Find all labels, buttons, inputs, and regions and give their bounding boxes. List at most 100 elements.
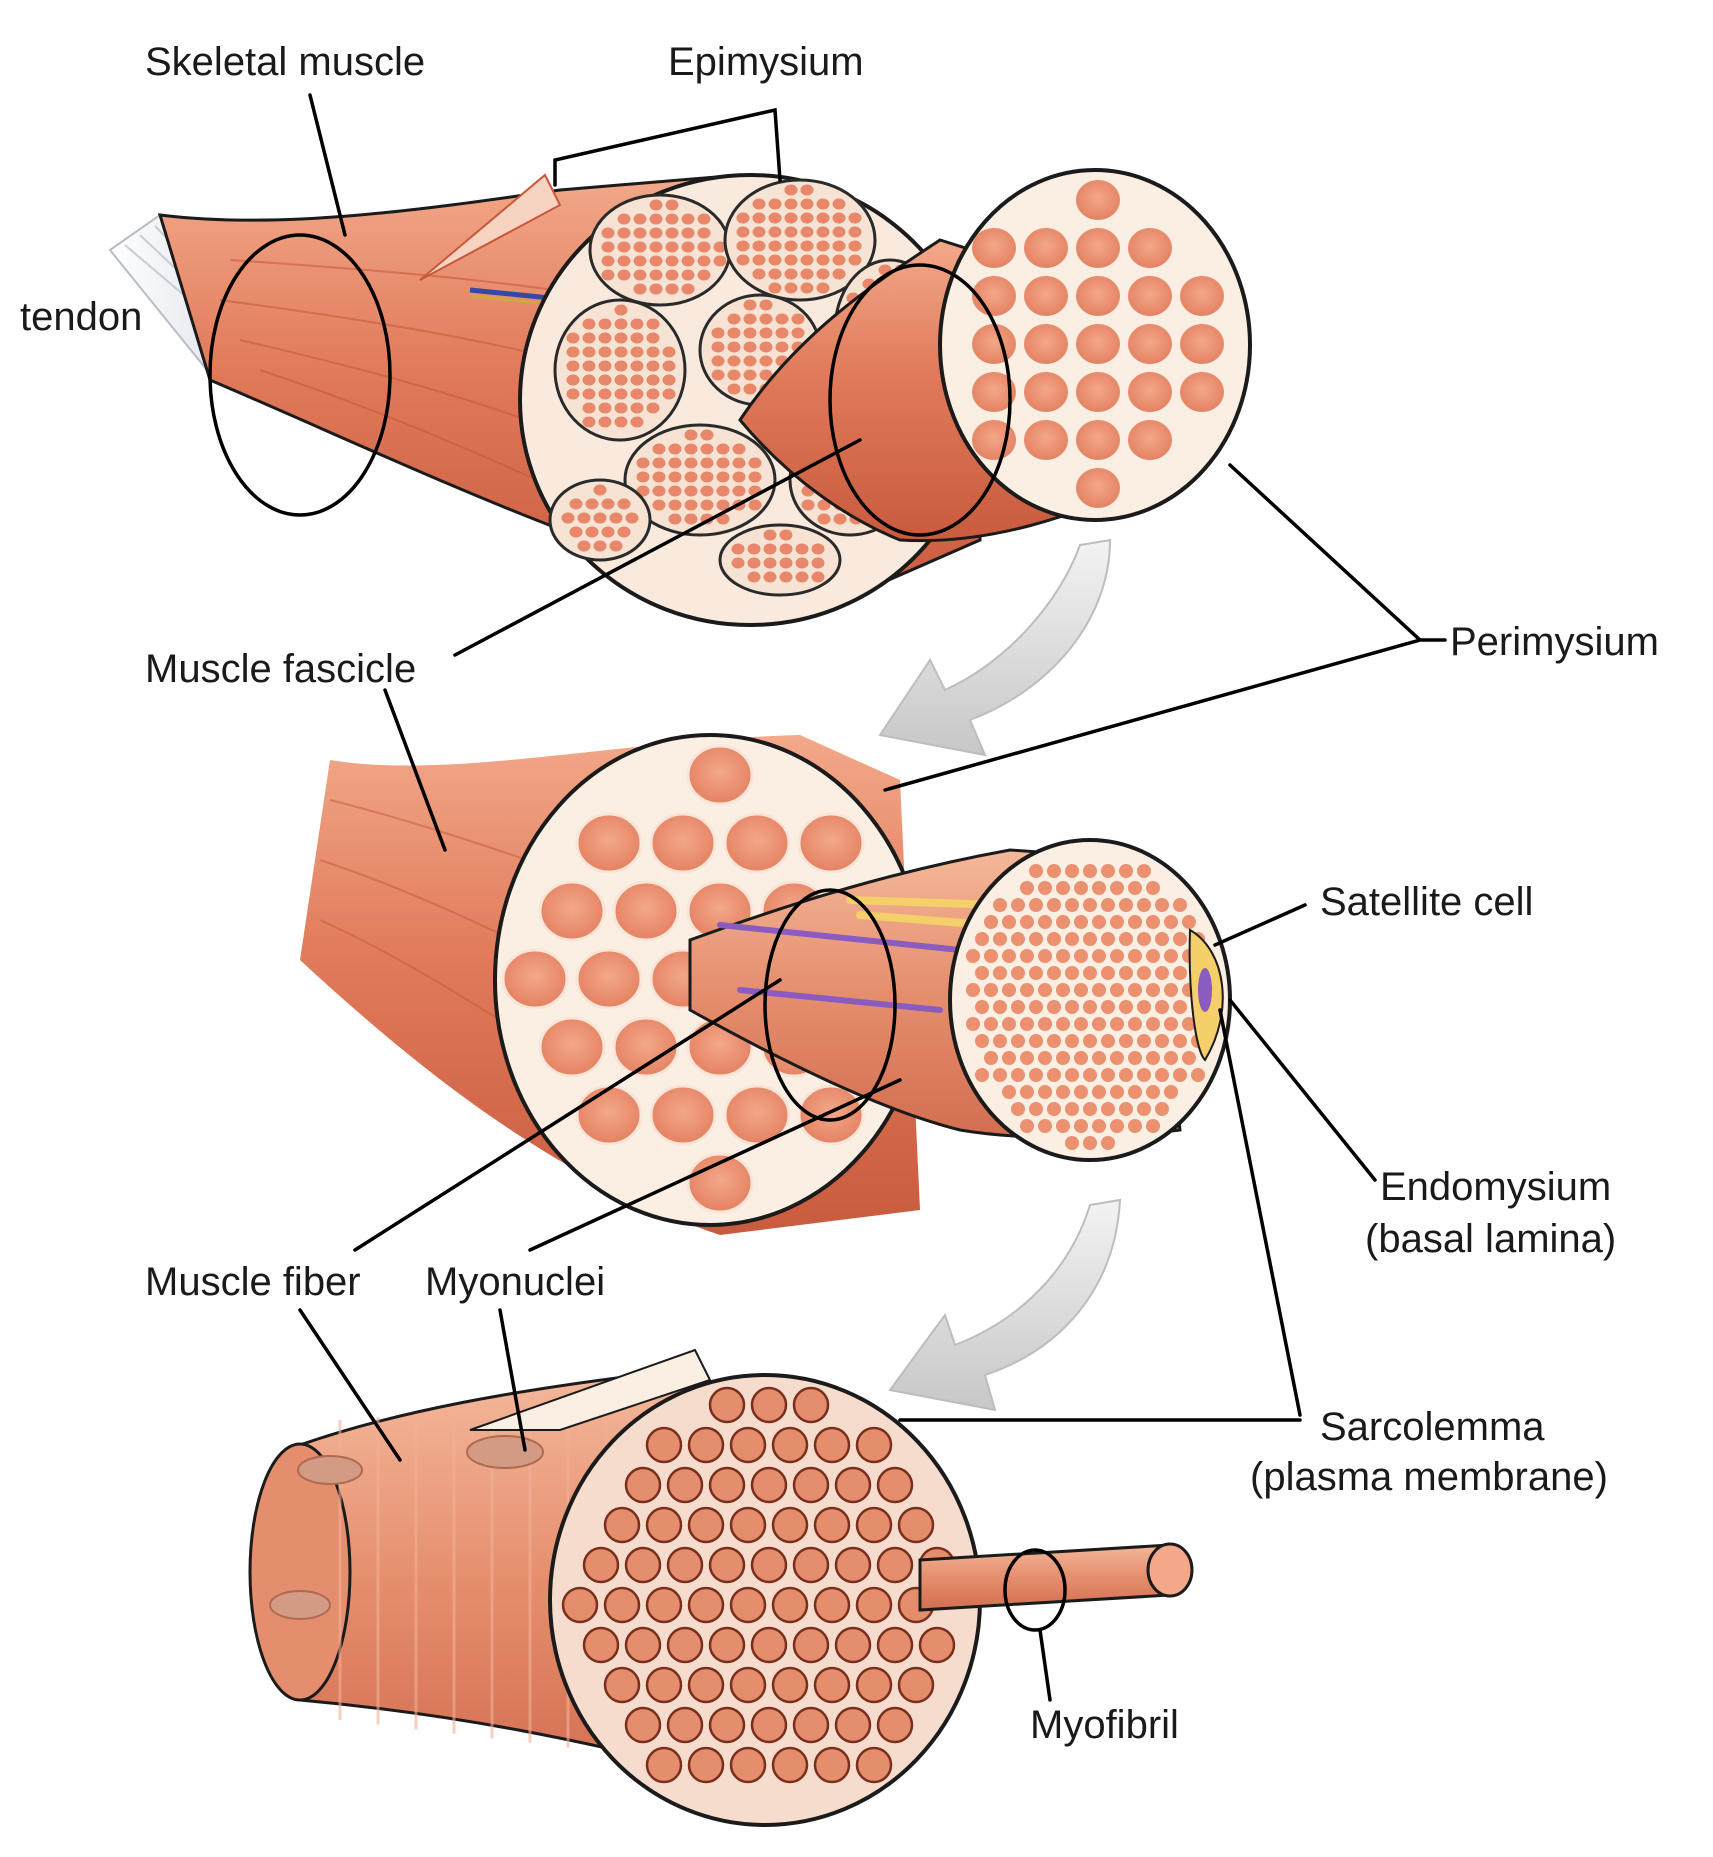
myofibril-dot: [1056, 881, 1070, 895]
muscle-fiber-dot: [800, 198, 814, 210]
muscle-fiber-dot: [700, 485, 714, 497]
muscle-fiber-dot: [662, 360, 676, 372]
myofibril-dot: [1173, 1068, 1187, 1082]
myofibril-dot: [1038, 915, 1052, 929]
muscle-fiber-dot: [668, 499, 682, 511]
muscle-fiber-dot: [795, 543, 809, 555]
muscle-fiber-dot: [617, 269, 631, 281]
myofibril-dot: [1092, 1085, 1106, 1099]
myofibril-dot: [993, 1000, 1007, 1014]
myofibril-dot: [1002, 949, 1016, 963]
muscle-fiber-dot: [768, 282, 782, 294]
myofibril-dot: [1128, 915, 1142, 929]
muscle-fiber-dot: [700, 429, 714, 441]
myofibril-dot: [993, 898, 1007, 912]
muscle-fiber-dot: [665, 213, 679, 225]
muscle-fiber-dot: [732, 457, 746, 469]
myofibril-dot: [1155, 1000, 1169, 1014]
muscle-fiber-dot: [609, 512, 623, 524]
myofibril-circle: [603, 1586, 641, 1624]
fiber-cross-cell: [649, 1084, 717, 1146]
muscle-fiber-dot: [630, 402, 644, 414]
myofibril-dot: [993, 1068, 1007, 1082]
muscle-fiber-dot: [775, 341, 789, 353]
myofibril-circle: [645, 1746, 683, 1784]
myofibril-dot: [1173, 932, 1187, 946]
muscle-fiber-dot: [759, 327, 773, 339]
myofibril-circle: [813, 1746, 851, 1784]
leader-satellite-cell: [1213, 903, 1307, 947]
muscle-fiber-dot: [652, 471, 666, 483]
muscle-fiber-dot: [775, 313, 789, 325]
myofibril-dot: [1038, 949, 1052, 963]
label-basal-lamina: (basal lamina): [1365, 1217, 1616, 1261]
muscle-fiber-dot: [630, 416, 644, 428]
muscle-fiber-dot: [582, 402, 596, 414]
muscle-fiber-dot: [816, 268, 830, 280]
myofibril-dot: [1020, 881, 1034, 895]
myofibril-dot: [1128, 949, 1142, 963]
myofibril-dot: [1047, 932, 1061, 946]
myofibril-dot: [1083, 1000, 1097, 1014]
muscle-fiber-dot: [569, 498, 583, 510]
leader-myofibril: [1038, 1628, 1052, 1702]
myofibril-dot: [1092, 1051, 1106, 1065]
muscle-fiber-dot: [646, 332, 660, 344]
myofibril-dot: [1038, 1085, 1052, 1099]
muscle-fiber-dot: [697, 255, 711, 267]
muscle-fiber-dot: [736, 226, 750, 238]
myofibril-dot: [1092, 949, 1106, 963]
myofibril-dot: [1137, 932, 1151, 946]
myofibril-circle: [645, 1426, 683, 1464]
muscle-fiber-dot: [561, 512, 575, 524]
myofibril-dot: [975, 1034, 989, 1048]
myofibril-dot: [966, 1017, 980, 1031]
myofibril-circle: [792, 1386, 830, 1424]
muscle-fiber-dot: [614, 374, 628, 386]
myofibril-dot: [1002, 1051, 1016, 1065]
muscle-fiber-dot: [601, 498, 615, 510]
muscle-fiber-dot: [848, 212, 862, 224]
muscle-fiber-dot: [743, 369, 757, 381]
muscle-fiber-dot: [649, 227, 663, 239]
muscle-fiber-dot: [652, 485, 666, 497]
leader-skeletal-muscle: [308, 93, 347, 237]
muscle-fiber-dot: [775, 327, 789, 339]
myofibril-circle: [645, 1586, 683, 1624]
myofibril-dot: [1092, 881, 1106, 895]
muscle-fiber-dot: [800, 282, 814, 294]
myofibril-circle: [855, 1586, 893, 1624]
myofibril-dot: [1074, 915, 1088, 929]
muscle-fiber-dot: [652, 499, 666, 511]
muscle-fiber-dot: [727, 313, 741, 325]
epimysium-flap: [419, 173, 562, 281]
myofibril-dot: [1182, 1051, 1196, 1065]
myofibril-dot: [1074, 881, 1088, 895]
myofibril-dot: [1164, 1051, 1178, 1065]
muscle-fiber-dot: [811, 543, 825, 555]
muscle-fiber-dot: [684, 499, 698, 511]
myofibril-dot: [1083, 1068, 1097, 1082]
myofibril-circle: [771, 1746, 809, 1784]
muscle-fiber-dot: [630, 374, 644, 386]
myofibril-dot: [1029, 1000, 1043, 1014]
muscle-fiber-dot: [662, 388, 676, 400]
label-perimysium: Perimysium: [1450, 620, 1659, 664]
muscle-fiber-dot: [784, 226, 798, 238]
fiber-cross-cell: [1180, 324, 1224, 364]
muscle-fiber-dot: [609, 540, 623, 552]
myofibril-dot: [1155, 1068, 1169, 1082]
muscle-fiber-dot: [817, 499, 831, 511]
myofibril-dot: [1056, 1085, 1070, 1099]
fiber-cross-cell: [612, 880, 680, 942]
myofibril-dot: [1011, 1068, 1025, 1082]
muscle-fiber-dot: [747, 571, 761, 583]
myofibril-circle: [645, 1666, 683, 1704]
muscle-fiber-dot: [681, 213, 695, 225]
myofibril-dot: [1074, 1051, 1088, 1065]
muscle-fiber-dot: [668, 457, 682, 469]
muscle-fiber-dot: [662, 346, 676, 358]
muscle-fiber-dot: [816, 240, 830, 252]
